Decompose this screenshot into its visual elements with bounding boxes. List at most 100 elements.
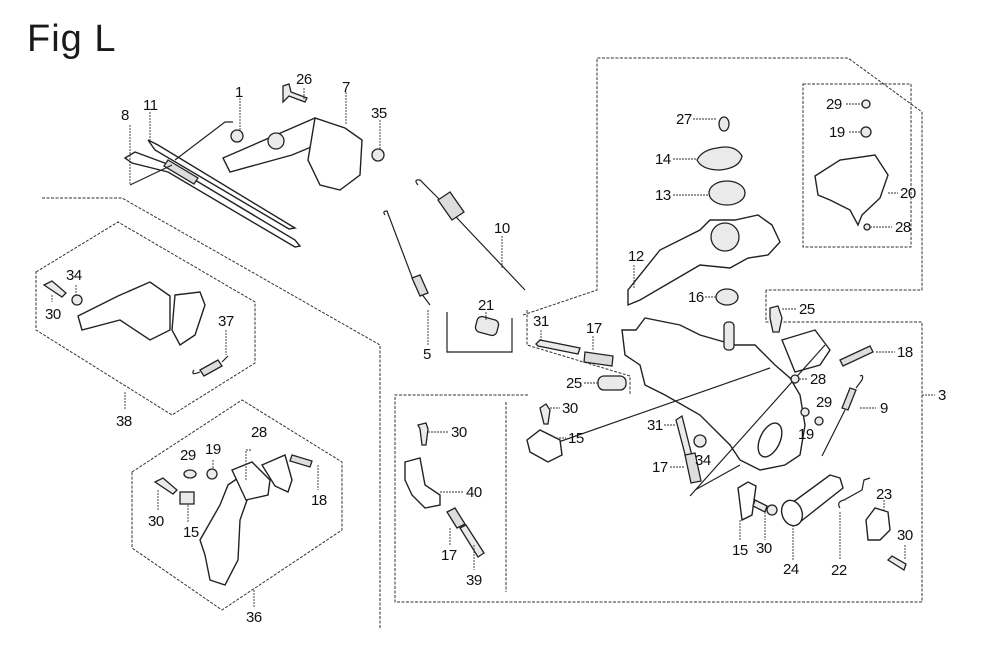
screw-30-e: [752, 499, 768, 513]
callout-5: 5: [423, 346, 431, 363]
callout-7: 7: [342, 79, 350, 96]
callout-19-b: 19: [829, 124, 845, 141]
callout-1: 1: [235, 84, 243, 101]
washer-19-b: [860, 126, 872, 138]
base-3-tab: [781, 329, 831, 373]
group-40-parts: [404, 422, 485, 570]
callout-34-a: 34: [66, 267, 82, 284]
callout-29-c: 29: [816, 394, 832, 411]
screw-30-a: [42, 280, 67, 298]
callout-17-a: 17: [586, 320, 602, 337]
group-20-parts: [814, 99, 898, 231]
spring-37-hooks: [192, 355, 229, 375]
bracket-7-assembly: [222, 83, 385, 191]
callout-10: 10: [494, 220, 510, 237]
stay-40: [404, 457, 441, 509]
callout-30-f: 30: [897, 527, 913, 544]
group-20-outline: [802, 83, 912, 248]
throttle-rod-8: [123, 151, 302, 248]
callout-30-d: 30: [451, 424, 467, 441]
callout-22: 22: [831, 562, 847, 579]
spring-11: [163, 159, 199, 185]
callout-31-a: 31: [533, 313, 549, 330]
spring-17-c-line: [694, 464, 741, 491]
spring-9: [841, 387, 857, 411]
bracket-38: [77, 281, 171, 341]
bolt-25-b: [597, 375, 627, 391]
screw-30-d: [417, 422, 429, 446]
base-3-pin: [723, 321, 735, 351]
screw-29-b: [861, 99, 871, 109]
callout-19-c: 19: [798, 426, 814, 443]
washer-16: [715, 288, 739, 306]
callout-17-b: 17: [441, 547, 457, 564]
screw-39: [459, 524, 485, 558]
washer-14: [696, 146, 743, 171]
group-boundaries: [35, 57, 923, 628]
nut-35: [371, 148, 385, 162]
callout-20: 20: [900, 185, 916, 202]
callout-30-e: 30: [756, 540, 772, 557]
nut-34-b: [693, 434, 707, 448]
clamp-15-b: [526, 429, 563, 463]
callout-19-a: 19: [205, 441, 221, 458]
callout-18-a: 18: [311, 492, 327, 509]
screw-31-a: [535, 339, 581, 355]
clip-28-b: [863, 223, 871, 231]
nut-34-a: [71, 294, 83, 306]
callout-11: 11: [143, 97, 158, 114]
callout-30-b: 30: [148, 513, 164, 530]
screw-30-e-head: [766, 504, 778, 516]
nut-1: [230, 129, 244, 143]
control-lever-12: [627, 214, 781, 307]
spring-18-a: [289, 454, 313, 468]
callout-25-a: 25: [799, 301, 815, 318]
base-plate-3: [621, 317, 806, 471]
spring-10-coil: [437, 191, 465, 221]
callout-36: 36: [246, 609, 262, 626]
group-36-outline: [131, 399, 343, 611]
callout-38: 38: [116, 413, 132, 430]
spring-5-wire: [383, 210, 431, 306]
callout-21: 21: [478, 297, 494, 314]
screw-30-c: [539, 403, 551, 425]
clip-28-c: [790, 374, 800, 384]
group-3-outline: [394, 290, 923, 603]
clamp-15-a: [179, 491, 195, 505]
clamp-15-c: [737, 481, 757, 522]
group-36-parts: [153, 449, 319, 608]
figure-title: Fig L: [27, 18, 117, 60]
screw-29-c: [814, 416, 824, 426]
main-divider-line: [42, 197, 381, 628]
rods-8-11: [123, 112, 302, 248]
screw-30-f: [886, 555, 907, 571]
spring-17-b: [446, 507, 466, 529]
callout-17-c: 17: [652, 459, 668, 476]
leader-8b: [129, 164, 173, 186]
rod-11: [147, 139, 297, 230]
callout-28-c: 28: [810, 371, 826, 388]
callout-15-a: 15: [183, 524, 199, 541]
bracket-7-boss: [267, 132, 285, 150]
callout-30-a: 30: [45, 306, 61, 323]
springs-5-10: [383, 179, 526, 345]
base-assembly-3: [526, 288, 935, 497]
lever-36-plate: [260, 454, 293, 493]
callout-40: 40: [466, 484, 482, 501]
callout-30-c: 30: [562, 400, 578, 417]
callout-13: 13: [655, 187, 671, 204]
screw-31-b: [675, 414, 693, 459]
bracket-38-hook: [171, 291, 206, 347]
base-3-slot: [757, 422, 783, 458]
group-21-bracket-2: [447, 318, 513, 353]
callout-8: 8: [121, 107, 129, 124]
callout-18-b: 18: [897, 344, 913, 361]
callout-26: 26: [296, 71, 312, 88]
spring-17-c: [684, 452, 702, 484]
spring-10-wire: [415, 179, 526, 291]
plate-13: [708, 180, 746, 206]
callout-39: 39: [466, 572, 482, 589]
callout-35: 35: [371, 105, 387, 122]
